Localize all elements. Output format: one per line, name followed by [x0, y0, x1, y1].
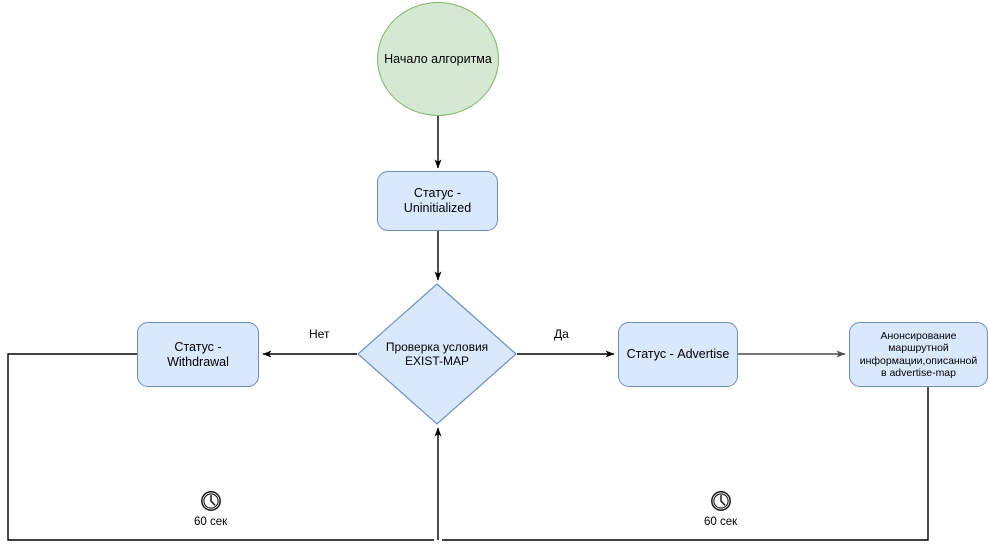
diamond-shape	[357, 283, 517, 425]
node-status-uninitialized-label: Статус - Uninitialized	[403, 186, 472, 215]
edge-label-yes: Да	[551, 327, 572, 341]
node-status-advertise[interactable]: Статус - Advertise	[618, 322, 738, 387]
node-announce-route-info-label: Анонсирование маршрутной информации,опис…	[859, 329, 978, 379]
edge-label-no: Нет	[306, 327, 333, 341]
clock-icon	[710, 490, 732, 512]
clock-icon	[200, 490, 222, 512]
timer-annotation-left: 60 сек	[188, 488, 234, 530]
node-start[interactable]: Начало алгоритма	[377, 2, 499, 116]
node-decision-label: Проверка условия EXIST-MAP	[385, 339, 489, 368]
node-status-withdrawal-label: Статус - Withdrawal	[167, 339, 229, 369]
timer-annotation-right: 60 сек	[698, 488, 744, 530]
edge-withdrawal-loop-back	[7, 353, 434, 541]
node-decision-exist-map[interactable]: Проверка условия EXIST-MAP	[357, 283, 517, 425]
node-status-uninitialized[interactable]: Статус - Uninitialized	[377, 171, 498, 231]
node-status-withdrawal[interactable]: Статус - Withdrawal	[137, 322, 259, 387]
node-start-label: Начало алгоритма	[384, 51, 492, 66]
edge-announce-loop-back	[442, 387, 929, 541]
timer-left-label: 60 сек	[194, 516, 228, 528]
node-status-advertise-label: Статус - Advertise	[626, 347, 730, 362]
node-announce-route-info[interactable]: Анонсирование маршрутной информации,опис…	[849, 322, 988, 387]
timer-right-label: 60 сек	[704, 516, 738, 528]
